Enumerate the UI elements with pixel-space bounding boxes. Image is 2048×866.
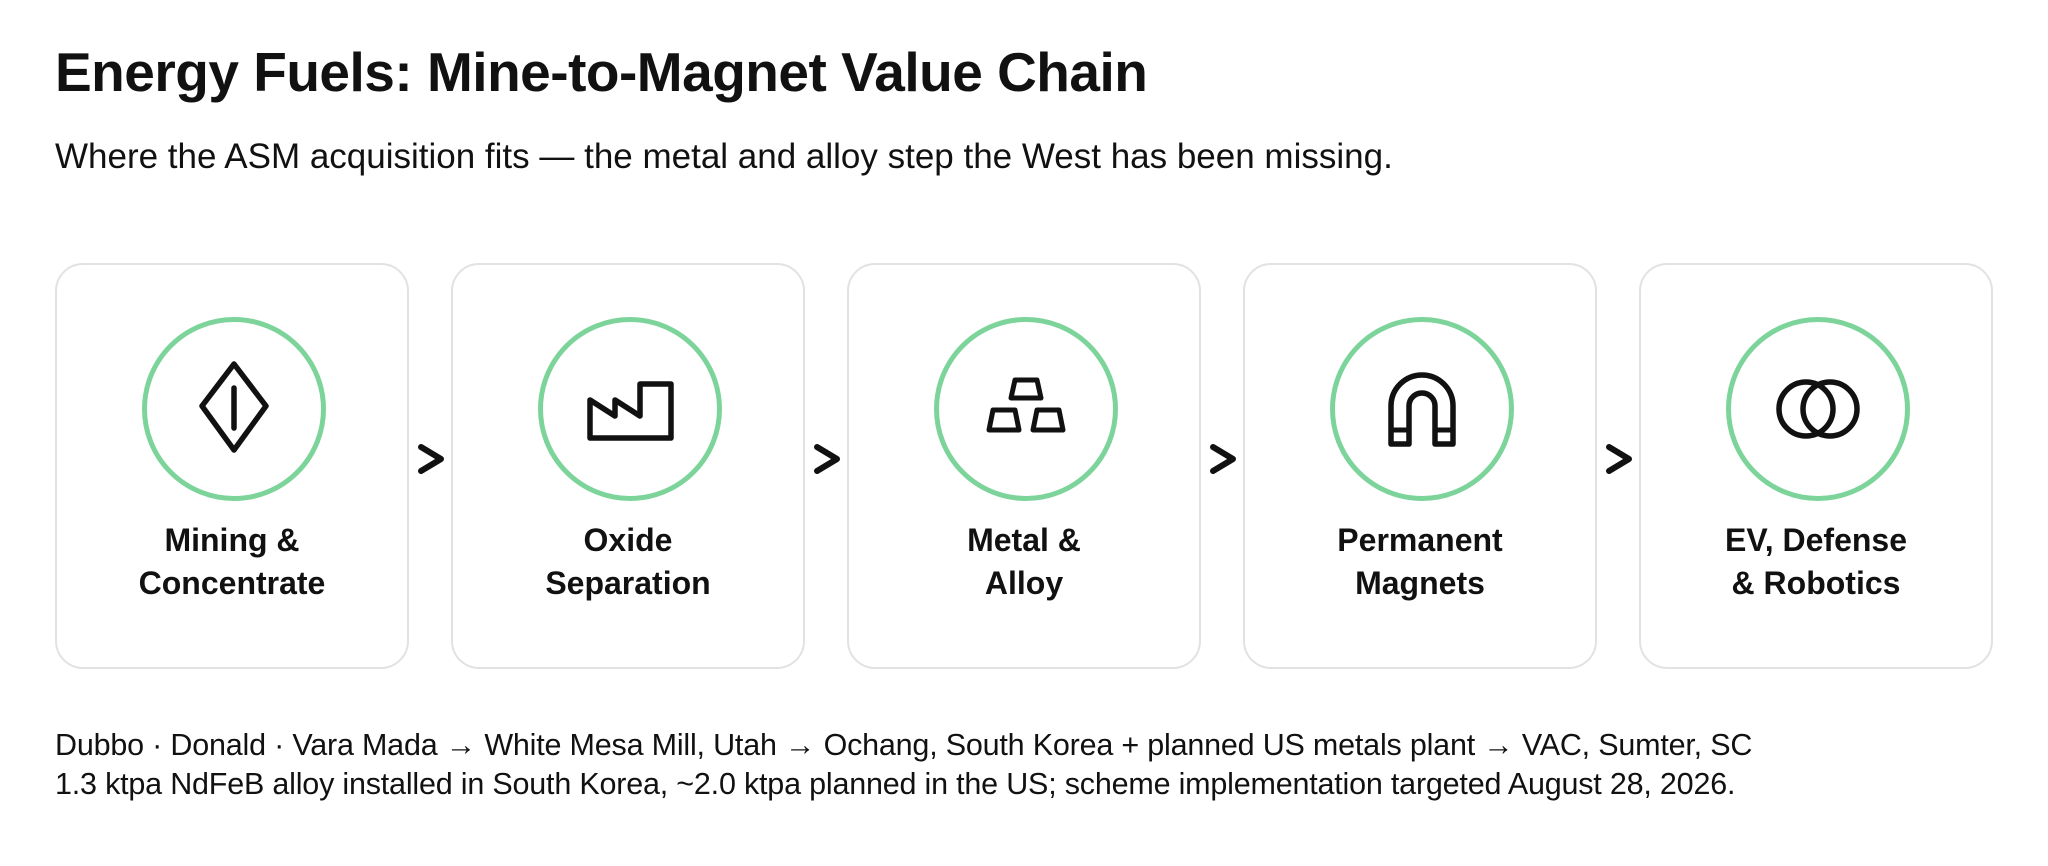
stage-card-oxide-separation: Oxide Separation <box>451 263 805 669</box>
page-title: Energy Fuels: Mine-to-Magnet Value Chain <box>55 41 1148 103</box>
stage-card-metal-alloy: Metal & Alloy <box>847 263 1201 669</box>
chevron-right-icon <box>1603 439 1637 479</box>
factory-icon <box>587 381 674 441</box>
stage-label-line: Concentrate <box>138 565 326 601</box>
metal-ingots-icon <box>986 377 1066 433</box>
stage-label-line: Mining & <box>164 522 300 558</box>
stage-card-mining: Mining & Concentrate <box>55 263 409 669</box>
value-chain: Mining & Concentrate Oxide Separation <box>55 263 1996 669</box>
horseshoe-magnet-icon <box>1388 372 1456 447</box>
footer-capacity-note: 1.3 ktpa NdFeB alloy installed in South … <box>55 767 1736 801</box>
chevron-right-icon <box>811 439 845 479</box>
chevron-right-icon <box>1207 439 1241 479</box>
stage-label: Mining & Concentrate <box>67 519 397 605</box>
stage-label: Permanent Magnets <box>1255 519 1585 605</box>
footer-notes: Dubbo · Donald · Vara Mada → White Mesa … <box>55 726 1752 804</box>
interlocking-rings-icon <box>1776 379 1860 439</box>
stage-label: Metal & Alloy <box>859 519 1189 605</box>
stage-label-line: Oxide <box>583 522 673 558</box>
stage-label-line: EV, Defense <box>1724 522 1908 558</box>
icon-ring <box>1726 317 1910 501</box>
stage-label: Oxide Separation <box>463 519 793 605</box>
icon-ring <box>1330 317 1514 501</box>
stage-label: EV, Defense & Robotics <box>1651 519 1981 605</box>
stage-label-line: Metal & <box>967 522 1081 558</box>
stage-label-line: Magnets <box>1355 565 1485 601</box>
footer-location-flow: Dubbo · Donald · Vara Mada → White Mesa … <box>55 728 1753 762</box>
stage-label-line: Permanent <box>1337 522 1503 558</box>
icon-ring <box>142 317 326 501</box>
stage-label-line: Alloy <box>984 565 1064 601</box>
diamond-gem-icon <box>199 361 269 453</box>
stage-card-applications: EV, Defense & Robotics <box>1639 263 1993 669</box>
stage-label-line: & Robotics <box>1731 565 1901 601</box>
icon-ring <box>538 317 722 501</box>
stage-label-line: Separation <box>545 565 711 601</box>
icon-ring <box>934 317 1118 501</box>
chevron-right-icon <box>415 439 449 479</box>
stage-card-permanent-magnets: Permanent Magnets <box>1243 263 1597 669</box>
page-subtitle: Where the ASM acquisition fits — the met… <box>55 137 1393 176</box>
